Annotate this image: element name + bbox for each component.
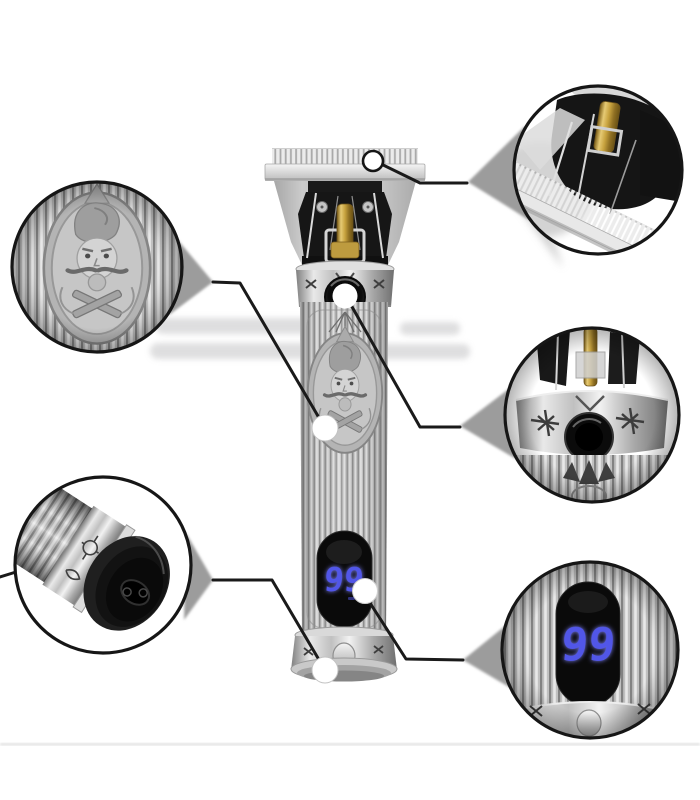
callout-wedge-power-button [460, 388, 516, 459]
starburst-engraving [328, 311, 362, 333]
callout-ring-power-button [503, 326, 681, 504]
callout-circle-led-display: 99 [500, 560, 680, 740]
callout-ring-led-display [500, 560, 680, 740]
callout-ring-blade [512, 84, 684, 256]
callout-line-blade [379, 162, 469, 185]
surface-shadow-line [0, 743, 700, 746]
callout-ring-engraved-face [10, 180, 184, 354]
callout-circle-blade [512, 84, 684, 256]
port-pin-left [122, 587, 132, 597]
port-recess [120, 579, 151, 606]
callout-line-edge-stray [0, 570, 18, 579]
callout-marker-charging-port [311, 656, 339, 684]
callout-line-engraved-face [211, 280, 327, 430]
callout-marker-engraved-face [311, 414, 339, 442]
blade-bar [264, 163, 426, 181]
callout-line-power-button [349, 303, 462, 429]
callout-line-charging-port [211, 578, 327, 672]
trimmer: 99 [264, 148, 426, 682]
callout-marker-power-button [332, 283, 358, 309]
callout-marker-led-display [352, 578, 378, 604]
callout-ring-charging-port [13, 475, 193, 655]
callout-marker-blade [361, 149, 385, 173]
callout-markers [311, 149, 385, 684]
callout-wedge-blade [468, 126, 529, 220]
charging-port-zoom [15, 477, 170, 631]
callout-circle-engraved-face [10, 180, 184, 354]
charging-base [290, 626, 398, 682]
port-pin-right [138, 588, 148, 598]
callout-circle-charging-port [13, 475, 193, 655]
blade-teeth [272, 149, 418, 166]
callout-line-led-display [361, 590, 465, 662]
